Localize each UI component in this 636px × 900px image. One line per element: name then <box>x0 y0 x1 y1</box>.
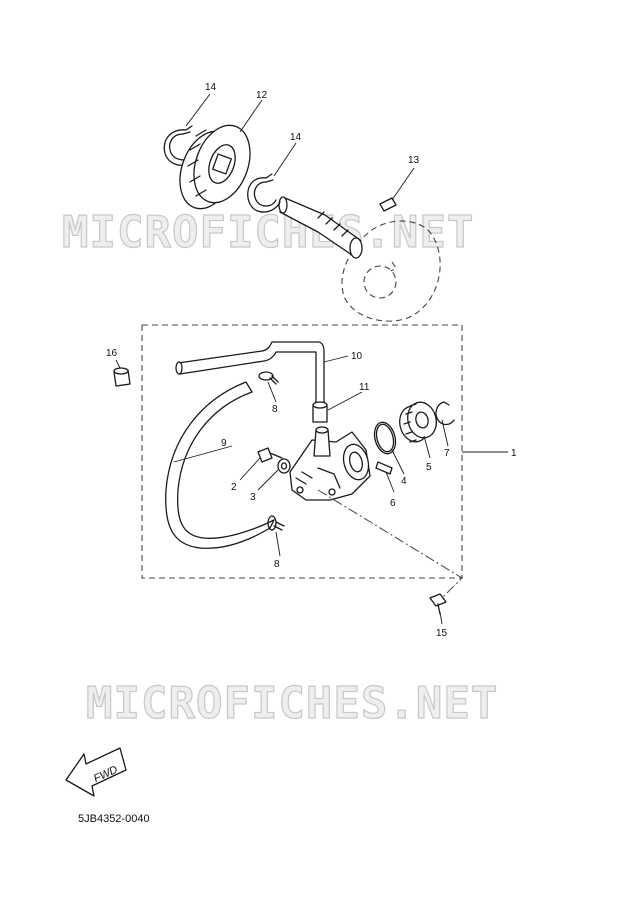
callout-8-upper: 8 <box>272 404 278 415</box>
circlip-14-right <box>247 173 281 213</box>
pin-6 <box>375 461 393 475</box>
gear-5 <box>399 401 437 443</box>
callout-4: 4 <box>401 476 407 487</box>
callout-14-right: 14 <box>290 132 302 143</box>
gear-housing-outline <box>341 220 441 322</box>
washer-3 <box>277 458 291 474</box>
watermark-top: MICROFICHES.NET <box>62 207 474 258</box>
callout-5: 5 <box>426 462 432 473</box>
oil-pump-body <box>289 426 371 501</box>
callout-16: 16 <box>106 348 118 359</box>
callout-6: 6 <box>390 498 396 509</box>
callout-1: 1 <box>511 448 517 459</box>
hose-9 <box>165 381 275 549</box>
shaft <box>278 196 363 259</box>
callout-7: 7 <box>444 448 450 459</box>
callout-8-lower: 8 <box>274 559 280 570</box>
assembly-centerline <box>317 489 463 599</box>
cap-16 <box>113 367 131 387</box>
bolt-2 <box>257 447 283 463</box>
pin-13 <box>379 197 397 212</box>
circlip-7 <box>435 401 455 426</box>
o-ring-4 <box>373 421 397 455</box>
pulley-12 <box>179 124 251 210</box>
callout-2: 2 <box>231 482 237 493</box>
callout-13: 13 <box>408 155 420 166</box>
callout-10: 10 <box>351 351 363 362</box>
callout-11: 11 <box>359 382 370 393</box>
callout-15: 15 <box>436 628 448 639</box>
callout-9: 9 <box>221 438 227 449</box>
clamp-8-upper <box>258 371 279 385</box>
diagram-code: 5JB4352-0040 <box>78 813 150 825</box>
callout-14-left: 14 <box>205 82 217 93</box>
callout-3: 3 <box>250 492 256 503</box>
hose-10 <box>175 341 325 405</box>
fitting-11 <box>312 401 328 423</box>
clamp-8-lower <box>267 515 285 531</box>
callout-12: 12 <box>256 90 268 101</box>
bolt-15 <box>429 593 447 615</box>
watermark-bottom: MICROFICHES.NET <box>86 678 498 729</box>
leader-lines <box>115 93 508 625</box>
forward-arrow-icon: FWD <box>65 747 127 797</box>
